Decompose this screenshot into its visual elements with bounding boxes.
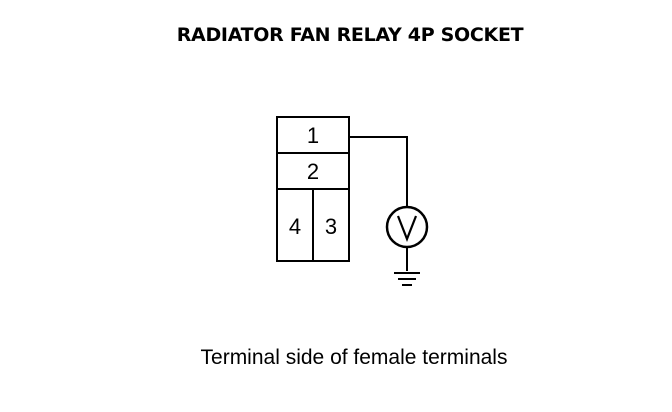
terminal-1-label: 1 [307, 123, 319, 148]
voltmeter-v-glyph [396, 215, 418, 243]
terminal-4-label: 4 [289, 214, 301, 239]
terminal-2-label: 2 [307, 159, 319, 184]
test-lead-wire [349, 136, 408, 207]
diagram-title: RADIATOR FAN RELAY 4P SOCKET [176, 24, 524, 46]
diagram-caption: Terminal side of female terminals [200, 346, 508, 369]
connector-socket [276, 116, 350, 262]
voltmeter-icon [385, 205, 429, 249]
ground-icon [394, 272, 420, 286]
terminal-3-label: 3 [325, 214, 337, 239]
